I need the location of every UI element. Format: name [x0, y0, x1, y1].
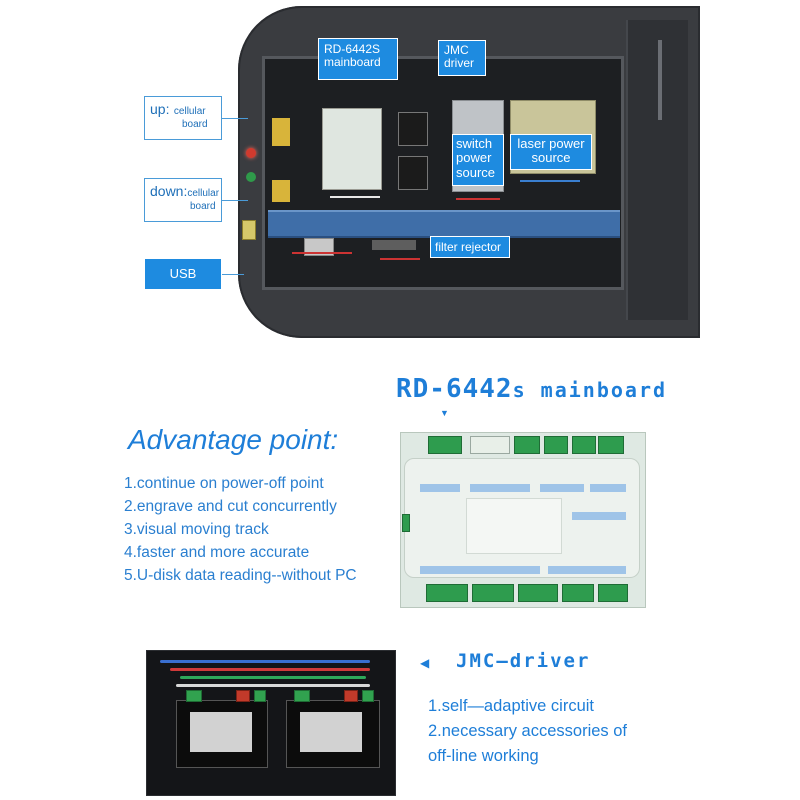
- cabinet-side-panel: [626, 20, 688, 320]
- pointer-line: [222, 118, 248, 119]
- terminal-block: [272, 118, 290, 146]
- usb-port-icon: [242, 220, 256, 240]
- green-indicator-icon: [246, 172, 256, 182]
- label-jmc-driver: JMC driver: [438, 40, 486, 76]
- connector: [362, 690, 374, 702]
- connector: [294, 690, 310, 702]
- advantage-title: Advantage point:: [128, 424, 339, 455]
- jmc-feature-list: 1.self—adaptive circuit 2.necessary acce…: [428, 694, 627, 769]
- label-text: source: [531, 150, 571, 166]
- label-text: laser power: [517, 136, 585, 151]
- cable: [180, 676, 366, 679]
- connector: [254, 690, 266, 702]
- connector: [236, 690, 250, 702]
- title-text: RD-6442: [396, 374, 513, 404]
- label-text: driver: [444, 56, 475, 71]
- jmc-driver-title: JMC—driver: [456, 650, 591, 672]
- wire: [292, 252, 352, 254]
- connector: [562, 584, 594, 602]
- mainboard-module: [322, 108, 382, 190]
- label-text: board: [190, 200, 216, 212]
- connector: [470, 436, 510, 454]
- label-mainboard: RD-6442S mainboard: [318, 38, 398, 80]
- advantage-list: 1.continue on power-off point 2.engrave …: [124, 472, 357, 587]
- driver-module: [398, 112, 428, 146]
- wire: [330, 196, 380, 198]
- wire: [456, 198, 500, 200]
- pcb-display-window: [466, 498, 562, 554]
- label-text: RD-6442S: [324, 42, 381, 56]
- pcb-silkscreen: [548, 566, 626, 574]
- pcb-silkscreen: [420, 566, 540, 574]
- connector: [186, 690, 202, 702]
- title-text: s mainboard: [512, 378, 668, 402]
- label-laser-power: laser power source: [510, 134, 592, 170]
- label-text: source: [456, 164, 496, 180]
- list-item: 5.U-disk data reading--without PC: [124, 567, 357, 584]
- cabinet-slot: [658, 40, 662, 120]
- wire: [520, 180, 580, 182]
- red-indicator-icon: [246, 148, 256, 158]
- label-text: cellular: [173, 106, 206, 117]
- connector: [402, 514, 410, 532]
- list-item: 1.continue on power-off point: [124, 475, 324, 492]
- connector: [344, 690, 358, 702]
- label-usb: USB: [144, 258, 222, 290]
- triangle-down-icon: ▼: [440, 408, 449, 418]
- label-text: JMC: [444, 43, 469, 57]
- pointer-line: [222, 200, 248, 201]
- label-text: power: [456, 150, 492, 166]
- list-item: 3.visual moving track: [124, 521, 269, 538]
- triangle-left-icon: ◀: [420, 656, 430, 670]
- connector: [518, 584, 558, 602]
- label-up-board: up: cellular board: [144, 96, 222, 140]
- label-text: down:: [150, 183, 188, 199]
- connector: [572, 436, 596, 454]
- pointer-line: [222, 274, 244, 275]
- pcb-silkscreen: [540, 484, 584, 492]
- list-item: 1.self—adaptive circuit: [428, 697, 594, 715]
- list-item: 2.engrave and cut concurrently: [124, 498, 337, 515]
- terminal-strip: [372, 240, 416, 250]
- connector: [598, 436, 624, 454]
- connector: [598, 584, 628, 602]
- label-filter-rejector: filter rejector: [430, 236, 510, 258]
- rd-mainboard-title: RD-6442s mainboard: [396, 374, 667, 404]
- driver-module: [398, 156, 428, 190]
- cable: [170, 668, 370, 671]
- pcb-silkscreen: [572, 512, 626, 520]
- connector: [428, 436, 462, 454]
- filter-module: [304, 238, 334, 256]
- label-text: board: [182, 118, 208, 130]
- label-text: mainboard: [324, 55, 381, 70]
- din-rail: [268, 210, 620, 238]
- pcb-silkscreen: [590, 484, 626, 492]
- cable: [176, 684, 370, 687]
- list-item: 2.necessary accessories of: [428, 722, 628, 740]
- pcb-silkscreen: [470, 484, 530, 492]
- cable: [160, 660, 370, 663]
- label-switch-power: switch power source: [452, 134, 504, 186]
- driver-label: [190, 712, 252, 752]
- label-text: cellular: [187, 188, 220, 199]
- list-item: 4.faster and more accurate: [124, 544, 310, 561]
- pcb-silkscreen: [420, 484, 460, 492]
- connector: [544, 436, 568, 454]
- terminal-block: [272, 180, 290, 202]
- connector: [472, 584, 514, 602]
- wire: [380, 258, 420, 260]
- list-item: off-line working: [428, 747, 539, 765]
- connector: [514, 436, 540, 454]
- driver-label: [300, 712, 362, 752]
- connector: [426, 584, 468, 602]
- label-text: up:: [150, 101, 170, 117]
- label-down-board: down:cellular board: [144, 178, 222, 222]
- label-text: switch: [456, 136, 493, 151]
